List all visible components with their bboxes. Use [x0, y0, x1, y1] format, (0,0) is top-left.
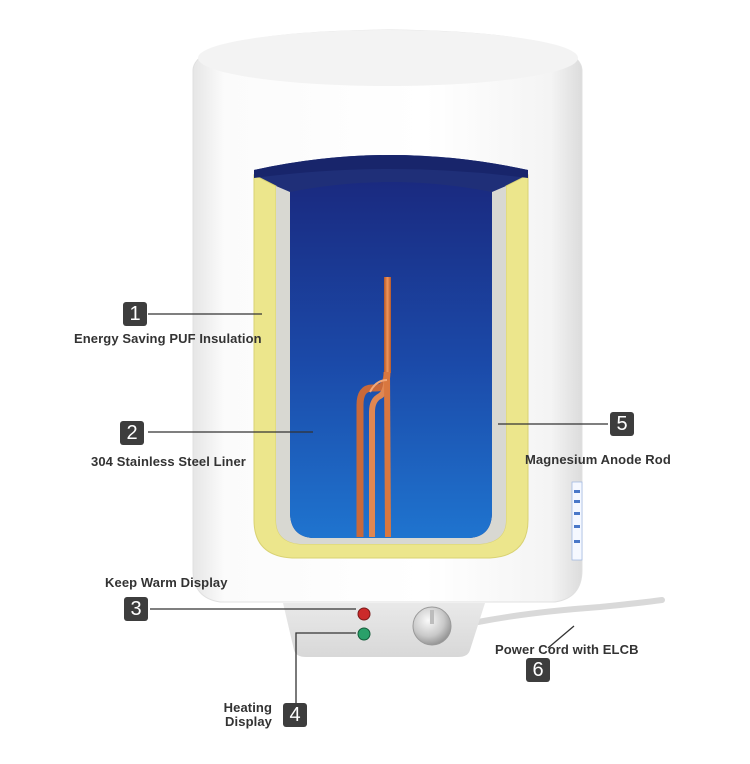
callout-3-badge: 3 — [124, 597, 148, 621]
callout-2-badge: 2 — [120, 421, 144, 445]
callout-4-badge: 4 — [283, 703, 307, 727]
callout-1-label: Energy Saving PUF Insulation — [74, 331, 262, 346]
callout-5-label: Magnesium Anode Rod — [525, 452, 671, 467]
callout-6-badge: 6 — [526, 658, 550, 682]
callout-3-label: Keep Warm Display — [105, 575, 228, 590]
heating-element — [356, 277, 391, 538]
heater-top-cap — [198, 30, 578, 86]
callout-5-badge: 5 — [610, 412, 634, 436]
leader-lines — [148, 313, 608, 708]
control-panel — [283, 603, 485, 657]
callout-6-label: Power Cord with ELCB — [495, 642, 639, 657]
power-cord — [475, 597, 665, 625]
callout-2-label: 304 Stainless Steel Liner — [91, 454, 246, 469]
callout-1-badge: 1 — [123, 302, 147, 326]
thermostat-knob — [412, 606, 452, 646]
water-top-arc — [254, 155, 528, 178]
rating-sticker — [571, 481, 583, 561]
callout-4-label: Heating Display — [212, 701, 272, 729]
callout-4-label-line1: Heating — [223, 700, 272, 715]
heating-indicator — [357, 627, 371, 641]
callout-4-label-line2: Display — [225, 714, 272, 729]
keep-warm-indicator — [357, 607, 371, 621]
